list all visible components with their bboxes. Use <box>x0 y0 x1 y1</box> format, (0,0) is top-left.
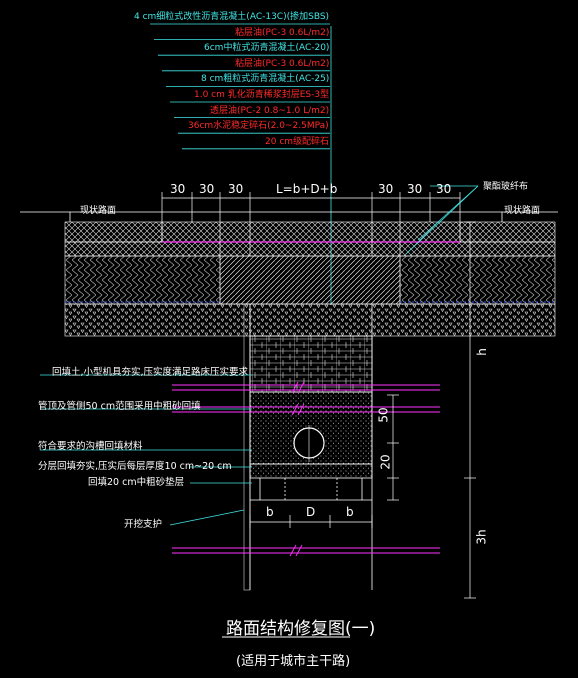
break-marks <box>289 381 305 557</box>
layer-label-5: 8 cm粗粒式沥青混凝土(AC-25) <box>201 74 330 85</box>
layer-label-8: 36cm水泥稳定碎石(2.0~2.5MPa) <box>188 121 329 132</box>
cement-base-left <box>64 255 221 305</box>
surface-course-left <box>64 221 163 243</box>
note-pipe-sand: 管顶及管侧50 cm范围采用中粗砂回填 <box>38 401 201 412</box>
dim-bottom-b-left: b <box>266 505 274 519</box>
utility-lines <box>172 384 440 554</box>
note-excavation-support: 开挖支护 <box>124 519 163 530</box>
existing-road-label-right: 现状路面 <box>504 206 541 216</box>
dim-vertical-h: h <box>474 348 489 356</box>
geogrid-label: 聚酯玻纤布 <box>483 182 529 192</box>
bottom-dimension-line <box>249 515 373 528</box>
dim-top-7: 30 <box>436 182 452 196</box>
dim-vertical-50: 50 <box>376 407 391 423</box>
dim-top-2: 30 <box>199 182 215 196</box>
note-layer-compaction: 分层回填夯实,压实后每层厚度10 cm~20 cm <box>38 461 232 472</box>
layer-label-2: 粘层油(PC-3 0.6L/m2) <box>235 27 330 38</box>
trench-backfill-soil <box>249 335 373 393</box>
layer-label-7: 透层油(PC-2 0.8~1.0 L/m2) <box>210 105 330 116</box>
existing-road-surface <box>20 211 558 222</box>
vertical-dimension-lines <box>387 221 476 599</box>
dim-top-6: 30 <box>407 182 423 196</box>
dim-top-span: L=b+D+b <box>276 182 338 196</box>
layer-label-6: 1.0 cm 乳化沥青稀浆封层ES-3型 <box>194 90 330 100</box>
surface-course-mid <box>161 221 461 243</box>
trench-sand-bedding <box>249 463 373 479</box>
cement-base-right <box>399 255 556 305</box>
dim-top-3: 30 <box>228 182 244 196</box>
gravel-subbase <box>64 303 556 337</box>
note-sand-bedding: 回填20 cm中粗砂垫层 <box>88 477 185 488</box>
surface-course-right <box>459 221 556 243</box>
layer-label-3: 6cm中粒式沥青混凝土(AC-20) <box>204 43 330 54</box>
dim-bottom-b-right: b <box>346 505 354 519</box>
layer-label-9: 20 cm级配碎石 <box>265 136 330 147</box>
shoring-left <box>243 303 251 591</box>
dim-top-1: 30 <box>170 182 186 196</box>
repair-base-center <box>219 255 401 305</box>
dim-bottom-d: D <box>306 505 316 519</box>
existing-road-label-left: 现状路面 <box>80 206 117 216</box>
drawing-subtitle: (适用于城市主干路) <box>236 654 351 669</box>
drawing-title: 路面结构修复图(一) <box>226 619 376 639</box>
top-dimension-line <box>161 192 461 256</box>
layer-label-1: 4 cm细粒式改性沥青混凝土(AC-13C)(掺加SBS) <box>134 12 330 22</box>
dim-top-5: 30 <box>378 182 394 196</box>
dim-vertical-3h: 3h <box>474 529 489 545</box>
dim-vertical-20: 20 <box>378 454 393 470</box>
note-leaders <box>40 185 479 526</box>
note-backfill-soil: 回填土,小型机具夯实,压实度满足路床压实要求 <box>52 367 249 378</box>
layer-label-4: 粘层油(PC-3 0.6L/m2) <box>235 58 330 69</box>
middle-course <box>64 241 556 257</box>
note-backfill-material: 符合要求的沟槽回填材料 <box>38 441 143 452</box>
